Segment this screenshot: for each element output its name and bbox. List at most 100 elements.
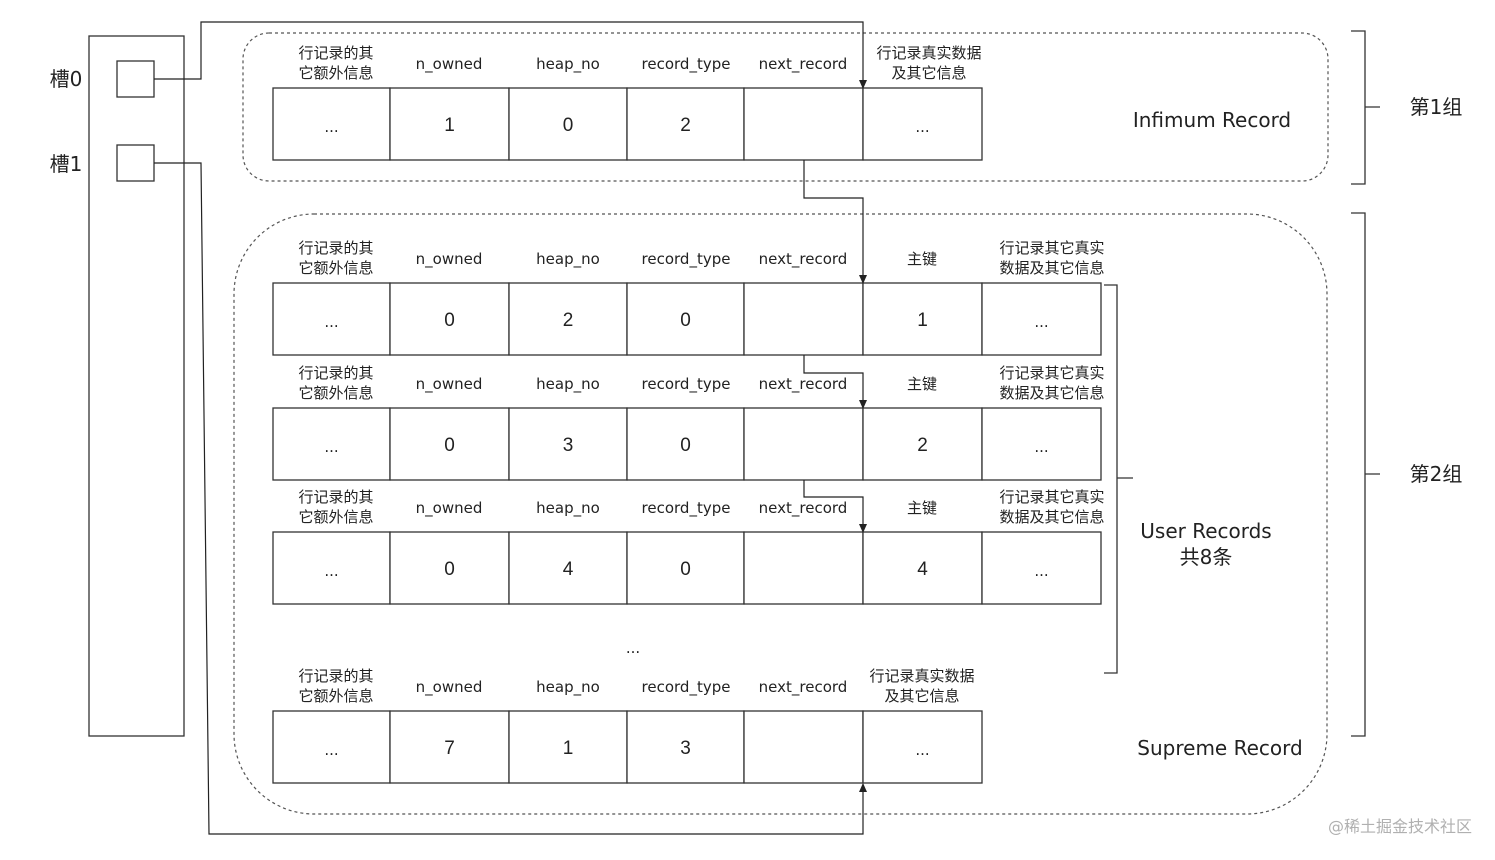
header-next-record: next_record [759,678,848,697]
slot-1-pointer [154,162,867,835]
header-primary-key: 主键 [907,499,937,517]
header-real-data-line1: 行记录其它真实 [999,239,1104,257]
infimum-next-pointer [803,160,867,284]
header-primary-key: 主键 [907,375,937,393]
header-next-record: next_record [759,55,848,74]
cell-extra [272,531,391,605]
cell-heap-no [508,531,628,605]
cell-value-n-owned: 0 [444,435,455,456]
cell-value-heap-no: 0 [563,115,574,136]
cell-value-n-owned: 1 [444,115,455,136]
header-real-data-line2: 及其它信息 [891,64,966,82]
cell-value-key: 4 [917,559,928,580]
cell-n-owned [389,531,510,605]
header-heap-no: heap_no [536,250,600,269]
cell-extra [272,282,391,356]
cell-value-n-owned: 0 [444,310,455,331]
group-1-border [242,32,1329,182]
cell-next-record [743,87,864,161]
cell-value-extra: ... [324,562,338,580]
header-real-data-line2: 及其它信息 [884,687,959,705]
cell-value-key: 2 [917,435,928,456]
cell-value-extra: ... [324,118,338,136]
header-n-owned: n_owned [416,375,483,394]
supreme-record-label: Supreme Record [1137,736,1302,760]
slot-1-box[interactable] [116,144,155,182]
header-next-record: next_record [759,499,848,518]
header-heap-no: heap_no [536,499,600,518]
header-record-type: record_type [642,55,731,74]
cell-value-key: 1 [917,310,928,331]
cell-value-extra: ... [324,741,338,759]
cell-n-owned [389,87,510,161]
header-n-owned: n_owned [416,55,483,74]
slot-0-pointer [154,21,867,89]
header-extra-info-line1: 行记录的其 [298,667,373,685]
cell-value-n-owned: 0 [444,559,455,580]
header-extra-info-line1: 行记录的其 [298,364,373,382]
cell-value-data: ... [1034,562,1048,580]
user-records-label: User Records [1140,519,1271,543]
cell-value-record-type: 0 [680,559,691,580]
cell-value-heap-no: 4 [563,559,574,580]
cell-value-heap-no: 2 [563,310,574,331]
cell-value-data: ... [915,118,929,136]
cell-data [981,407,1102,481]
watermark: @稀土掘金技术社区 [1328,817,1472,836]
cell-next-record [743,531,864,605]
header-real-data-line1: 行记录其它真实 [999,488,1104,506]
group-1-label: 第1组 [1410,95,1463,119]
header-extra-info-line2: 它额外信息 [298,687,373,705]
header-real-data-line2: 数据及其它信息 [999,508,1104,526]
cell-heap-no [508,710,628,784]
header-real-data-line1: 行记录真实数据 [876,44,981,62]
header-extra-info-line2: 它额外信息 [298,384,373,402]
record-1-next-pointer [803,355,867,409]
cell-value-record-type: 3 [680,738,691,759]
record-2-next-pointer [803,480,867,533]
cell-value-record-type: 2 [680,115,691,136]
header-primary-key: 主键 [907,250,937,268]
header-heap-no: heap_no [536,55,600,74]
header-n-owned: n_owned [416,678,483,697]
header-extra-info-line2: 它额外信息 [298,508,373,526]
cell-value-data: ... [1034,438,1048,456]
cell-next-record [743,407,864,481]
cell-extra [272,710,391,784]
cell-next-record [743,710,864,784]
cell-n-owned [389,407,510,481]
cell-heap-no [508,87,628,161]
cell-data [862,87,983,161]
header-next-record: next_record [759,375,848,394]
header-next-record: next_record [759,250,848,269]
cell-data [981,282,1102,356]
header-n-owned: n_owned [416,499,483,518]
cell-key [862,282,983,356]
header-extra-info-line1: 行记录的其 [298,44,373,62]
header-real-data-line1: 行记录其它真实 [999,364,1104,382]
group-2-brace [1351,212,1380,737]
header-record-type: record_type [642,678,731,697]
group-2-label: 第2组 [1410,462,1463,486]
slot-1-label: 槽1 [50,152,83,176]
header-heap-no: heap_no [536,678,600,697]
header-heap-no: heap_no [536,375,600,394]
cell-record-type [626,407,745,481]
cell-value-extra: ... [324,313,338,331]
group-2-border [233,213,1328,815]
slot-0-label: 槽0 [50,67,83,91]
user-records-brace [1104,284,1133,674]
page-directory [88,35,185,737]
cell-value-heap-no: 3 [563,435,574,456]
cell-value-heap-no: 1 [563,738,574,759]
slot-0-box[interactable] [116,60,155,98]
cell-next-record [743,282,864,356]
header-real-data-line2: 数据及其它信息 [999,259,1104,277]
group-1-brace [1351,30,1380,185]
cell-key [862,407,983,481]
